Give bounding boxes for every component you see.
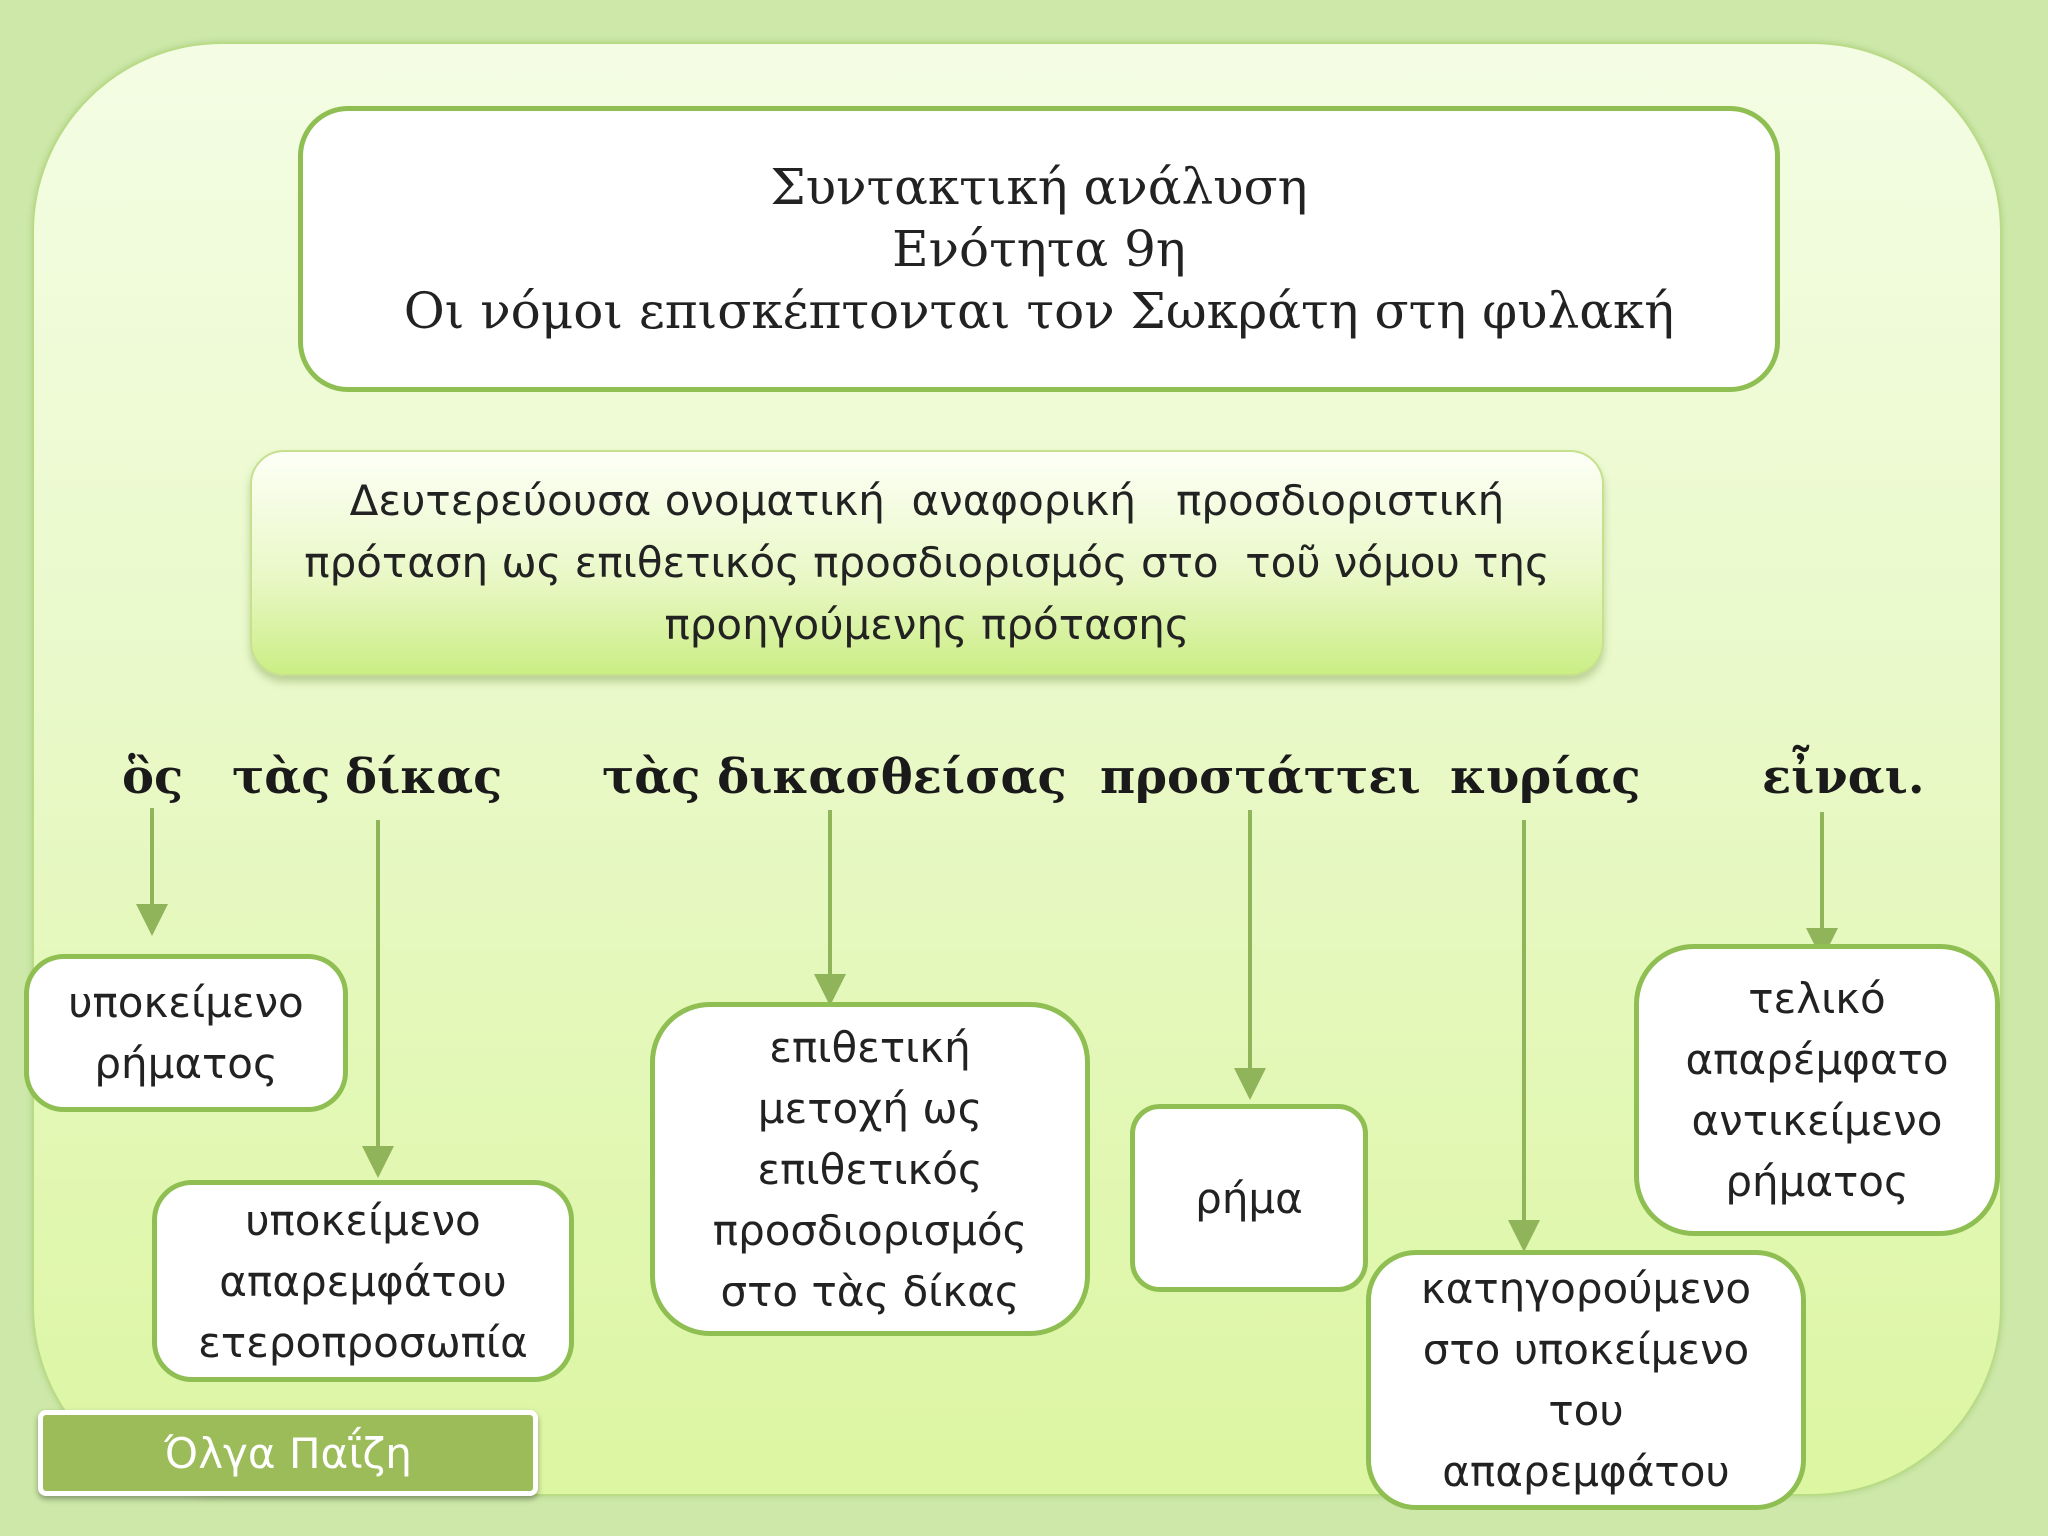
title-line-3: Οι νόμοι επισκέπτονται τον Σωκράτη στη φ… [403,282,1675,340]
note-6-line-1: τελικό [1748,974,1886,1023]
note-2-line-2: απαρεμφάτου [219,1256,507,1306]
word-kyrias: κυρίας [1450,749,1641,805]
word-prostattei: προστάττει [1100,749,1421,805]
note-subject-of-infinitive: υποκείμενο απαρεμφάτου ετεροπροσωπία [152,1180,574,1382]
word-einai: εἶναι. [1762,749,1925,805]
note-3-line-5: στο τὰς δίκας [720,1266,1020,1316]
note-predicate: κατηγορούμενο στο υποκείμενο του απαρεμφ… [1366,1250,1806,1510]
note-subject-of-verb: υποκείμενο ρήματος [24,954,348,1112]
note-attributive-participle: επιθετική μετοχή ως επιθετικός προσδιορι… [650,1002,1090,1336]
note-3-line-3: επιθετικός [757,1144,983,1194]
note-4-line-1: ρήμα [1195,1173,1303,1223]
word-tas: τὰς [232,749,331,805]
description-line-3: προηγούμενης πρότασης [664,600,1190,649]
note-2-line-1: υποκείμενο [245,1195,481,1245]
title-line-1: Συντακτική ανάλυση [770,158,1308,216]
title-line-2: Ενότητα 9η [892,220,1186,278]
note-5-line-4: απαρεμφάτου [1442,1447,1730,1496]
note-3-line-2: μετοχή ως [757,1083,983,1133]
note-5-line-2: στο υποκείμενο [1422,1325,1750,1374]
note-5-line-1: κατηγορούμενο [1420,1264,1752,1313]
title-box: Συντακτική ανάλυση Ενότητα 9η Οι νόμοι ε… [298,106,1780,392]
note-1-line-2: ρήματος [94,1039,278,1088]
note-verb: ρήμα [1130,1104,1368,1292]
description-box: Δευτερεύουσα ονοματική αναφορική προσδιο… [250,450,1604,676]
author-label: Όλγα Παΐζη [38,1410,538,1496]
note-5-line-3: του [1548,1386,1624,1435]
description-line-2: πρόταση ως επιθετικός προσδιορισμός στο … [304,538,1550,587]
note-6-line-3: αντικείμενο [1691,1096,1943,1145]
word-dikas: δίκας [345,749,503,805]
note-6-line-2: απαρέμφατο [1685,1035,1949,1084]
note-6-line-4: ρήματος [1725,1157,1909,1206]
word-tas-dikastheisas: τὰς δικασθείσας [602,749,1067,805]
note-2-line-3: ετεροπροσωπία [198,1317,528,1367]
word-os: ὃς [122,749,184,805]
note-1-line-1: υποκείμενο [68,978,304,1027]
note-3-line-1: επιθετική [769,1022,971,1072]
note-final-infinitive: τελικό απαρέμφατο αντικείμενο ρήματος [1634,944,2000,1236]
note-3-line-4: προσδιορισμός [712,1205,1028,1255]
description-line-1: Δευτερεύουσα ονοματική αναφορική προσδιο… [349,476,1505,525]
